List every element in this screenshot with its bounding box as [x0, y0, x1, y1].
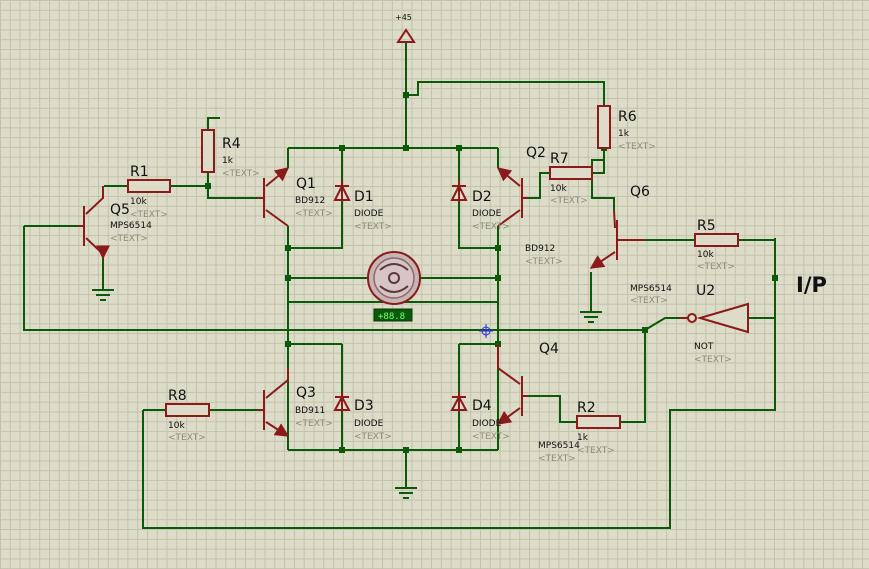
r4-ref: R4	[222, 136, 241, 152]
q2-ref: Q2	[526, 145, 546, 161]
power-label: +45	[395, 13, 412, 22]
q4-text: <TEXT>	[538, 454, 576, 464]
d1-text: <TEXT>	[354, 222, 392, 232]
q3-text: <TEXT>	[295, 419, 333, 429]
q1-text: <TEXT>	[295, 209, 333, 219]
not-gate-u2[interactable]: U2 NOT <TEXT>	[680, 283, 749, 365]
resistor-r7[interactable]: R7 10k <TEXT>	[549, 151, 593, 206]
q5-value: MPS6514	[110, 221, 152, 231]
motor-reading: +88.8	[378, 312, 405, 322]
q2-text: <TEXT>	[525, 257, 563, 267]
r1-text: <TEXT>	[130, 210, 168, 220]
resistor-r2[interactable]: R2 1k <TEXT>	[576, 400, 621, 456]
r2-ref: R2	[577, 400, 596, 416]
d1-value: DIODE	[354, 209, 384, 219]
r5-value: 10k	[697, 250, 714, 260]
resistor-r6[interactable]: R6 1k <TEXT>	[597, 105, 656, 152]
transistor-q2[interactable]: Q2 BD912 <TEXT>	[496, 145, 563, 267]
transistor-q6[interactable]: Q6 MPS6514 <TEXT>	[589, 184, 672, 306]
q5-text: <TEXT>	[110, 234, 148, 244]
d2-ref: D2	[472, 189, 492, 205]
resistor-r5[interactable]: R5 10k <TEXT>	[694, 218, 739, 272]
q1-ref: Q1	[296, 176, 316, 192]
wires	[23, 42, 776, 529]
q2-value: BD912	[525, 244, 555, 254]
diode-d3[interactable]: D3 DIODE <TEXT>	[333, 392, 392, 442]
r7-ref: R7	[550, 151, 569, 167]
q6-ref: Q6	[630, 184, 650, 200]
transistor-q5[interactable]: Q5 MPS6514 <TEXT>	[78, 186, 152, 260]
motor-indicator: +88.8	[373, 308, 413, 322]
input-label: I/P	[796, 273, 827, 297]
r6-text: <TEXT>	[618, 142, 656, 152]
diode-d1[interactable]: D1 DIODE <TEXT>	[333, 180, 392, 232]
u2-value: NOT	[694, 342, 714, 352]
d2-text: <TEXT>	[472, 222, 510, 232]
r8-ref: R8	[168, 388, 187, 404]
diode-d4[interactable]: D4 DIODE <TEXT>	[450, 392, 510, 442]
r1-value: 10k	[130, 197, 147, 207]
r5-ref: R5	[697, 218, 716, 234]
resistor-r8[interactable]: R8 10k <TEXT>	[165, 388, 210, 443]
d1-ref: D1	[354, 189, 374, 205]
d4-value: DIODE	[472, 419, 502, 429]
power-terminal[interactable]: +45	[395, 13, 416, 43]
q4-value: MPS6514	[538, 441, 580, 451]
r6-ref: R6	[618, 109, 637, 125]
motor[interactable]	[367, 251, 421, 305]
transistor-q3[interactable]: Q3 BD911 <TEXT>	[258, 368, 333, 437]
r5-text: <TEXT>	[697, 262, 735, 272]
transistor-q1[interactable]: Q1 BD912 <TEXT>	[258, 167, 333, 227]
resistor-r4[interactable]: R4 1k <TEXT>	[201, 129, 260, 179]
q1-value: BD912	[295, 196, 325, 206]
r7-text: <TEXT>	[550, 196, 588, 206]
d4-ref: D4	[472, 398, 492, 414]
q3-value: BD911	[295, 406, 325, 416]
u2-text: <TEXT>	[694, 355, 732, 365]
d3-ref: D3	[354, 398, 374, 414]
q4-ref: Q4	[539, 341, 559, 357]
q3-ref: Q3	[296, 385, 316, 401]
r8-text: <TEXT>	[168, 433, 206, 443]
r6-value: 1k	[618, 129, 630, 139]
d4-text: <TEXT>	[472, 432, 510, 442]
r2-text: <TEXT>	[577, 446, 615, 456]
r4-text: <TEXT>	[222, 169, 260, 179]
q6-value: MPS6514	[630, 284, 672, 294]
resistor-r1[interactable]: R1 10k <TEXT>	[127, 164, 171, 220]
diode-d2[interactable]: D2 DIODE <TEXT>	[450, 180, 510, 232]
r1-ref: R1	[130, 164, 149, 180]
d3-text: <TEXT>	[354, 432, 392, 442]
r8-value: 10k	[168, 421, 185, 431]
r7-value: 10k	[550, 184, 567, 194]
r2-value: 1k	[577, 433, 589, 443]
d2-value: DIODE	[472, 209, 502, 219]
d3-value: DIODE	[354, 419, 384, 429]
ground-icon	[92, 289, 602, 499]
u2-ref: U2	[696, 283, 715, 299]
q5-ref: Q5	[110, 202, 130, 218]
r4-value: 1k	[222, 156, 234, 166]
transistor-q4[interactable]: Q4 MPS6514 <TEXT>	[496, 341, 580, 464]
q6-text: <TEXT>	[630, 296, 668, 306]
crosshair-cursor-icon	[479, 324, 493, 338]
